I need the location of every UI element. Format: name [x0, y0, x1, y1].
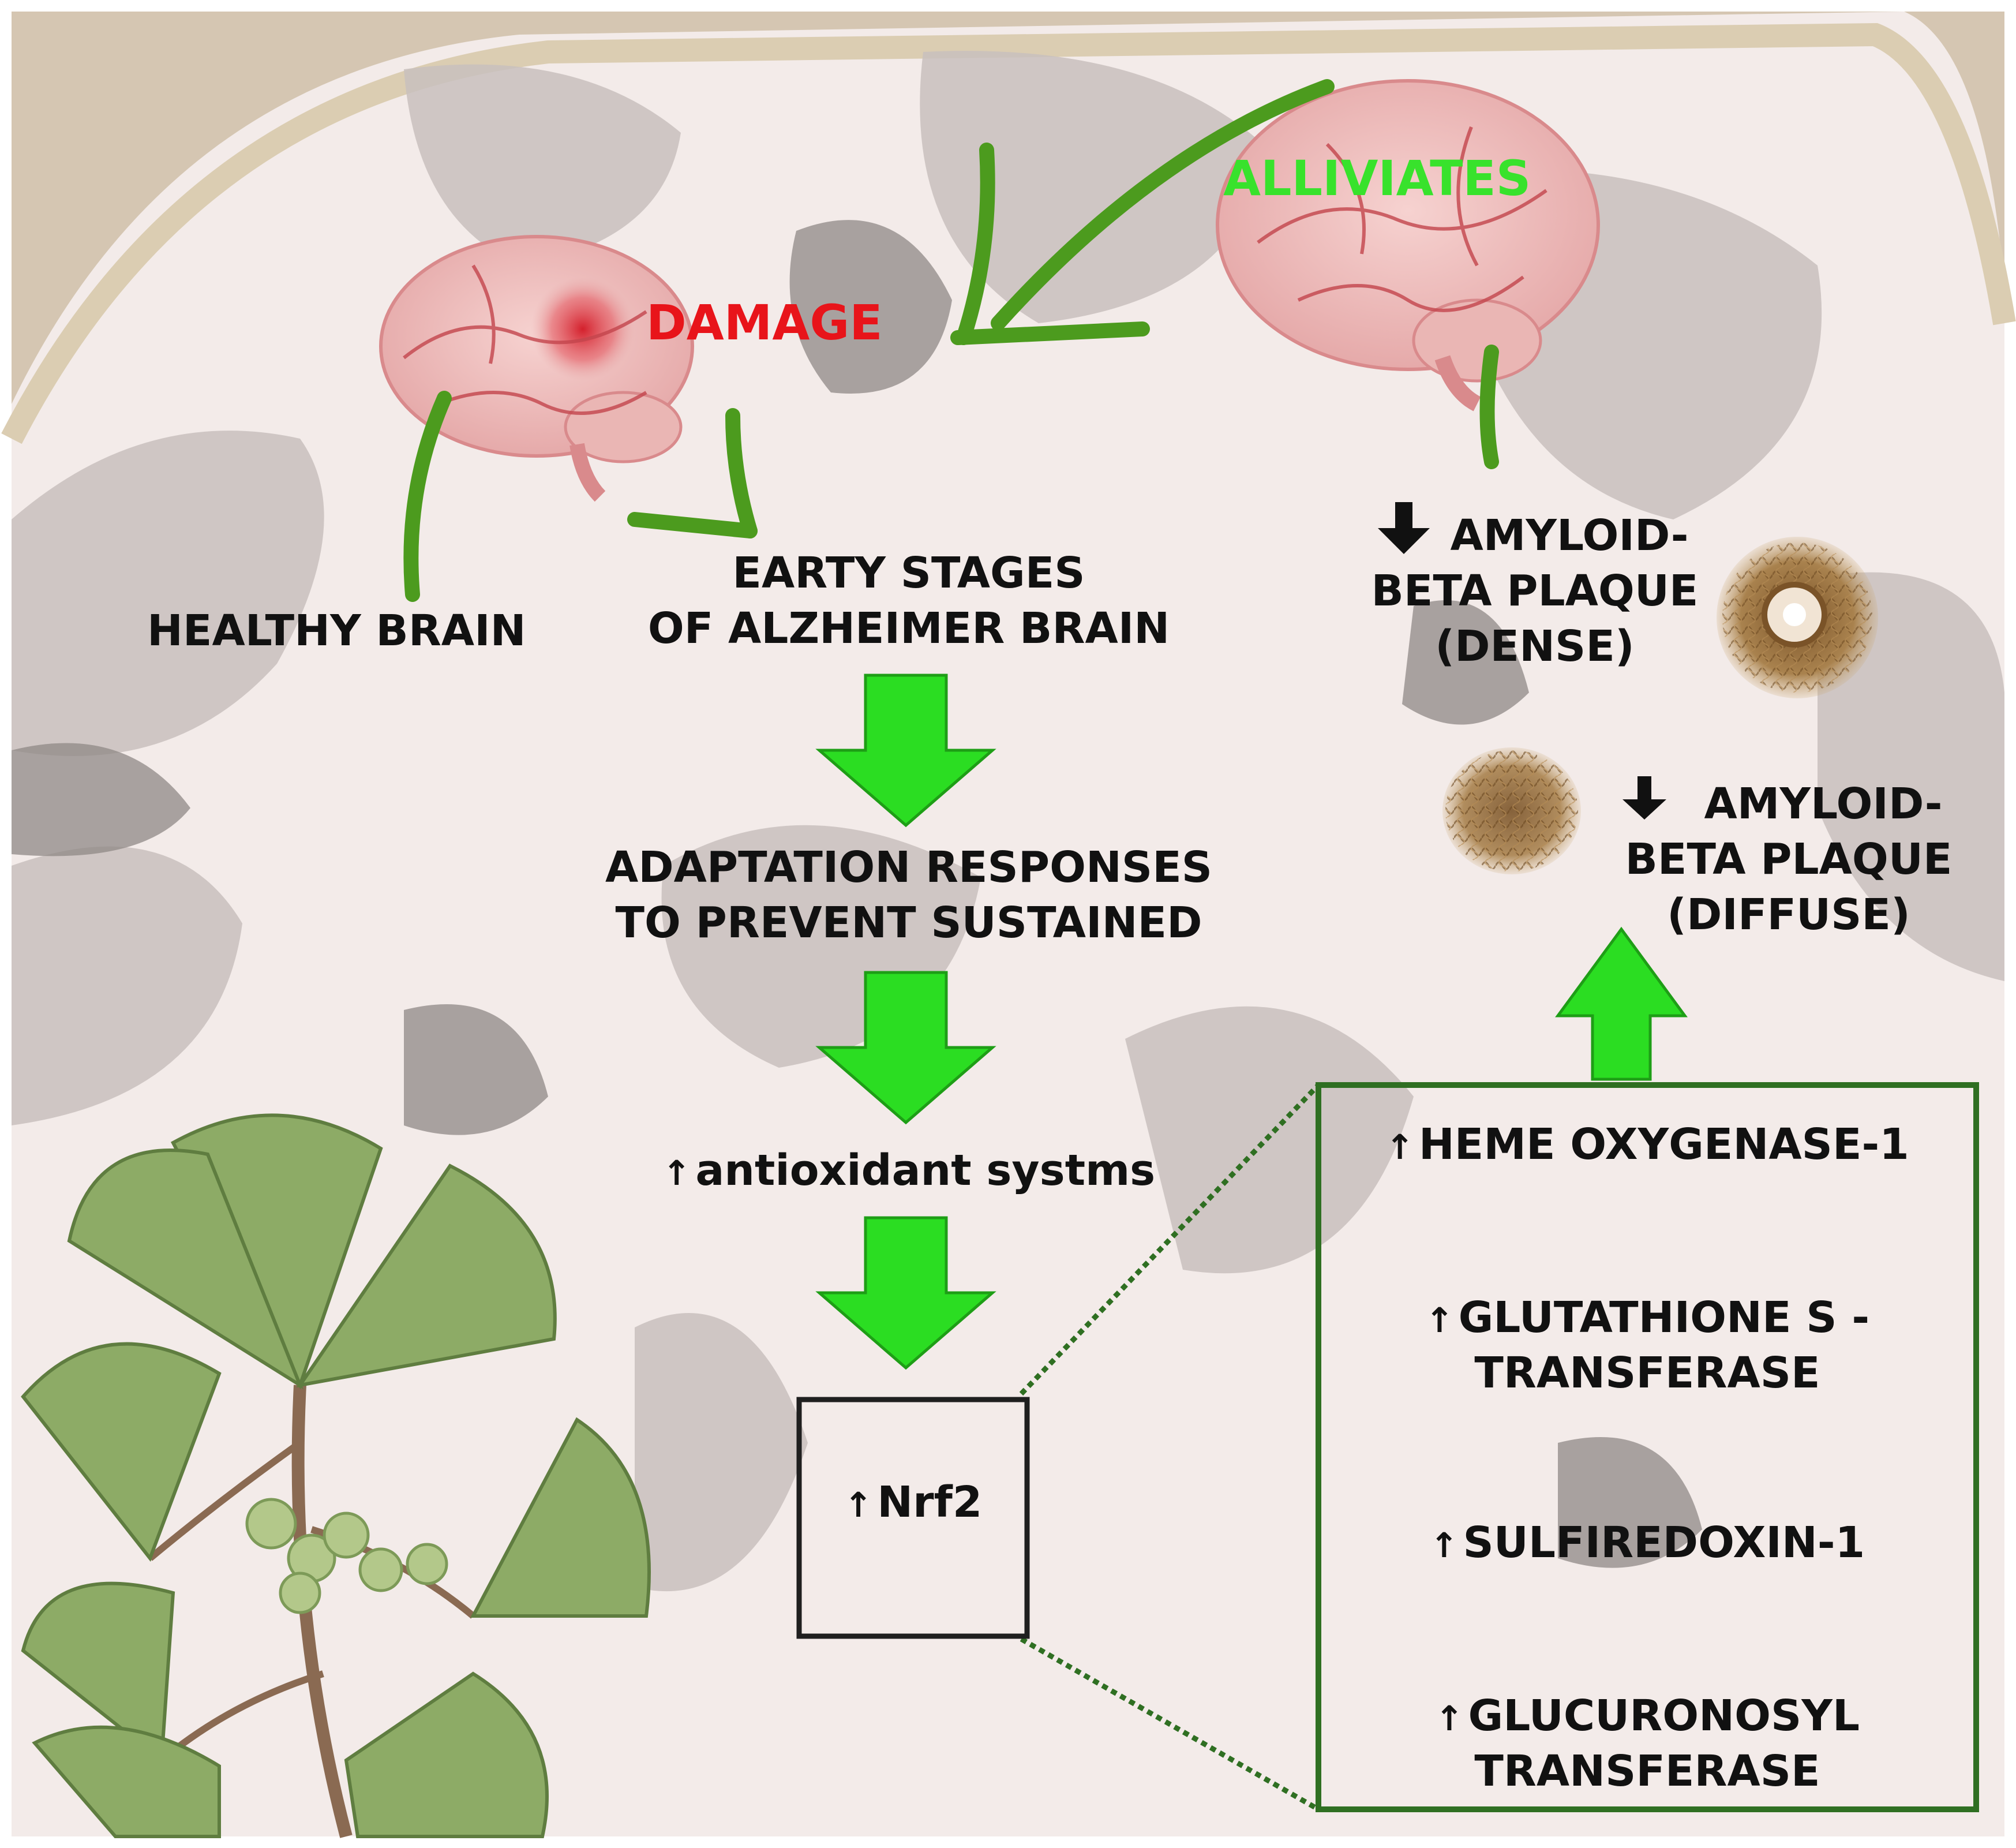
diffuse-plaque-label: AMYLOID- BETA PLAQUE (DIFFUSE)	[1604, 776, 1973, 943]
damaged-brain-icon	[379, 235, 694, 502]
arrow-up-icon: ↑	[1425, 1300, 1454, 1340]
early-stages-line-2: OF ALZHEIMER BRAIN	[647, 604, 1170, 654]
early-stages-line-1: EARTY STAGES	[732, 548, 1085, 598]
enzyme-line: TRANSFERASE	[1474, 1348, 1820, 1398]
dense-plaque-label: AMYLOID- BETA PLAQUE (DENSE)	[1350, 508, 1719, 675]
enzyme-line: GLUTATHIONE S -	[1458, 1293, 1870, 1342]
enzyme-item: ↑GLUCURONOSYL TRANSFERASE	[1318, 1688, 1976, 1799]
enzyme-box	[1316, 1082, 1979, 1812]
nrf2-label: ↑Nrf2	[799, 1475, 1027, 1530]
nrf2-text: Nrf2	[877, 1477, 983, 1527]
nrf2-box	[796, 1397, 1030, 1639]
diffuse-plaque-line-3: (DIFFUSE)	[1667, 890, 1910, 940]
dense-plaque-icon	[1717, 537, 1878, 698]
early-stages-label: EARTY STAGES OF ALZHEIMER BRAIN	[632, 545, 1186, 656]
alleviates-label: ALLIVIATES	[1223, 150, 1531, 207]
diffuse-plaque-line-1: AMYLOID-	[1704, 779, 1943, 829]
brain-icon	[1216, 79, 1600, 412]
damage-label: DAMAGE	[646, 294, 883, 351]
arrow-up-icon: ↑	[1434, 1699, 1464, 1738]
enzyme-item: ↑GLUTATHIONE S - TRANSFERASE	[1318, 1290, 1976, 1401]
enzyme-line: HEME OXYGENASE-1	[1418, 1120, 1909, 1169]
dense-plaque-line-1: AMYLOID-	[1450, 511, 1689, 560]
dense-plaque-line-3: (DENSE)	[1435, 622, 1635, 672]
adaptation-label: ADAPTATION RESPONSES TO PREVENT SUSTAINE…	[568, 840, 1249, 951]
enzyme-item: ↑SULFIREDOXIN-1	[1318, 1515, 1976, 1570]
diffuse-plaque-line-2: BETA PLAQUE	[1625, 835, 1953, 885]
enzyme-line: TRANSFERASE	[1474, 1746, 1820, 1797]
arrow-up-icon: ↑	[662, 1153, 691, 1193]
arrow-up-icon: ↑	[1385, 1127, 1414, 1167]
healthy-brain-label: HEALTHY BRAIN	[147, 606, 526, 656]
antioxidant-label: ↑antioxidant systms	[638, 1143, 1180, 1198]
arrow-up-icon: ↑	[1429, 1525, 1459, 1565]
enzyme-item: ↑HEME OXYGENASE-1	[1318, 1117, 1976, 1172]
enzyme-line: GLUCURONOSYL	[1468, 1691, 1860, 1741]
arrow-up-icon: ↑	[844, 1485, 873, 1525]
ginkgo-plant-icon	[21, 1113, 651, 1838]
adaptation-line-1: ADAPTATION RESPONSES	[605, 843, 1213, 892]
dense-plaque-line-2: BETA PLAQUE	[1371, 566, 1699, 616]
adaptation-line-2: TO PREVENT SUSTAINED	[615, 898, 1202, 948]
antioxidant-text: antioxidant systms	[695, 1146, 1156, 1195]
arrow-down-icon	[1378, 502, 1666, 820]
diffuse-plaque-icon	[1442, 747, 1581, 874]
enzyme-line: SULFIREDOXIN-1	[1463, 1518, 1865, 1568]
